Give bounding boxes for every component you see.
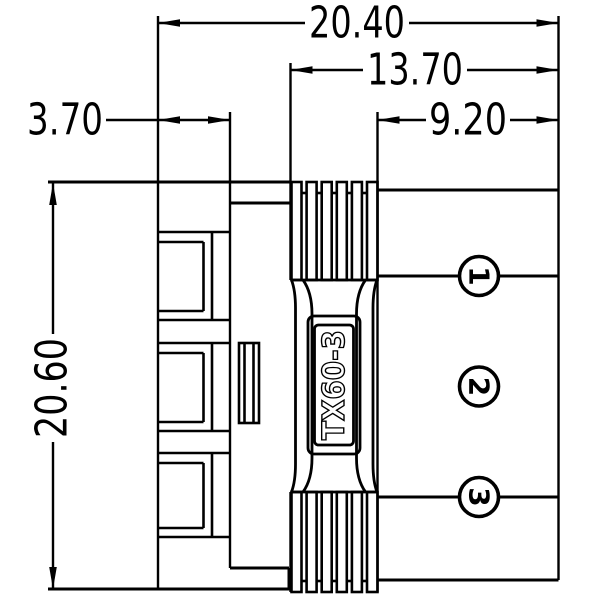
pin2-number: 2 xyxy=(463,377,496,396)
pin-markers: 1 2 3 xyxy=(457,254,501,519)
handle-left-inner-curve xyxy=(301,279,314,493)
dim-flange-depth-label: 3.70 xyxy=(27,95,103,146)
rib xyxy=(305,490,318,594)
contact-sockets xyxy=(158,230,230,539)
rib xyxy=(365,180,379,282)
rib xyxy=(335,180,349,282)
socket-opening-3 xyxy=(158,451,230,539)
arrowhead-right-icon xyxy=(536,19,559,27)
arrowhead-left-icon xyxy=(158,116,180,124)
dim-overall-width-label: 20.40 xyxy=(309,0,405,49)
handle-right-outer-curve xyxy=(371,279,379,493)
handle-right-inner-curve xyxy=(355,279,367,493)
arrowhead-up-icon xyxy=(49,183,57,205)
rib xyxy=(350,180,364,282)
dim-body-width-label: 13.70 xyxy=(367,45,463,96)
dimension-body-width: 13.70 xyxy=(290,45,559,96)
dimension-flange-depth: 3.70 xyxy=(27,95,230,146)
rib xyxy=(350,490,364,594)
pin3-number: 3 xyxy=(463,487,496,506)
label-plate-inner-frame xyxy=(313,323,355,447)
rib xyxy=(365,490,379,594)
housing-outline xyxy=(48,180,292,591)
socket-opening-2 xyxy=(158,341,230,433)
latch-bar xyxy=(237,341,261,425)
arrowhead-down-icon xyxy=(49,567,57,589)
pin2-circle-icon xyxy=(457,365,501,408)
arrowhead-right-icon xyxy=(536,116,559,124)
pin1-number: 1 xyxy=(463,266,496,285)
handle-left-outer-curve xyxy=(290,279,297,493)
dimension-overall-width: 20.40 xyxy=(158,0,559,49)
dimension-connector-width: 9.20 xyxy=(377,95,559,146)
arrowhead-left-icon xyxy=(377,116,400,124)
grip-ribs-top xyxy=(290,180,379,282)
arrowhead-right-icon xyxy=(208,116,230,124)
label-plate-outer-frame xyxy=(306,314,362,456)
pin1-circle-icon xyxy=(457,254,501,298)
arrowhead-right-icon xyxy=(536,66,559,74)
dim-overall-height-label: 20.60 xyxy=(27,338,78,438)
rib xyxy=(290,180,303,282)
rib xyxy=(320,490,334,594)
part-model-label: TX60-3 xyxy=(317,330,352,440)
socket-opening-1 xyxy=(158,230,230,322)
arrowhead-left-icon xyxy=(290,66,313,74)
dim-connector-width-label: 9.20 xyxy=(429,95,507,146)
grip-ribs-bottom xyxy=(290,490,379,594)
rib xyxy=(335,490,349,594)
handle-body xyxy=(290,278,379,494)
rib xyxy=(290,490,303,594)
pin3-circle-icon xyxy=(457,475,501,519)
arrowhead-left-icon xyxy=(158,19,180,27)
rib xyxy=(305,180,318,282)
dimension-overall-height: 20.60 xyxy=(27,183,78,589)
rib xyxy=(320,180,334,282)
